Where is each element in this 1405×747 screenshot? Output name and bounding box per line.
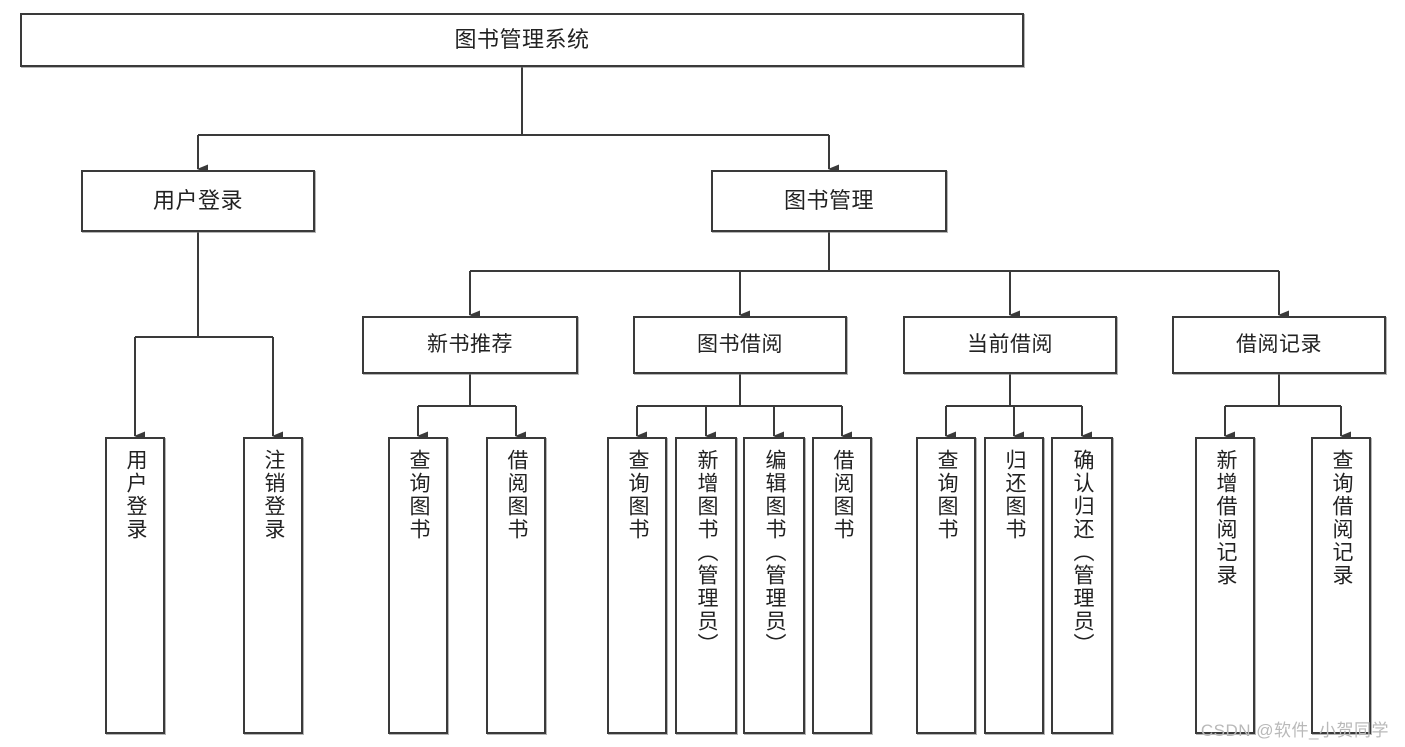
node-label-leaf-query-book-current: 查询图书: [935, 449, 959, 541]
node-label-leaf-confirm-return: 确认归还（管理员）: [1071, 449, 1095, 656]
node-book-borrow[interactable]: 图书借阅: [633, 316, 847, 374]
node-book-manage[interactable]: 图书管理: [711, 170, 947, 232]
node-label-leaf-borrow-book: 借阅图书: [831, 449, 855, 541]
node-label-leaf-query-book-recommend: 查询图书: [407, 449, 431, 541]
node-leaf-query-borrow-record[interactable]: 查询借阅记录: [1311, 437, 1371, 734]
node-label-book-borrow: 图书借阅: [697, 333, 783, 357]
node-leaf-borrow-book[interactable]: 借阅图书: [812, 437, 872, 734]
node-leaf-add-borrow-record[interactable]: 新增借阅记录: [1195, 437, 1255, 734]
node-label-new-book-recommend: 新书推荐: [427, 333, 513, 357]
node-leaf-borrow-book-recommend[interactable]: 借阅图书: [486, 437, 546, 734]
node-label-leaf-user-logout: 注销登录: [262, 449, 286, 541]
node-leaf-query-book-borrow[interactable]: 查询图书: [607, 437, 667, 734]
node-leaf-return-book[interactable]: 归还图书: [984, 437, 1044, 734]
node-leaf-confirm-return[interactable]: 确认归还（管理员）: [1051, 437, 1113, 734]
node-label-current-borrow: 当前借阅: [967, 333, 1053, 357]
node-current-borrow[interactable]: 当前借阅: [903, 316, 1117, 374]
node-leaf-user-logout[interactable]: 注销登录: [243, 437, 303, 734]
node-label-leaf-query-borrow-record: 查询借阅记录: [1330, 449, 1354, 587]
node-borrow-record[interactable]: 借阅记录: [1172, 316, 1386, 374]
node-label-leaf-add-borrow-record: 新增借阅记录: [1214, 449, 1238, 587]
node-label-leaf-borrow-book-recommend: 借阅图书: [505, 449, 529, 541]
node-leaf-user-login[interactable]: 用户登录: [105, 437, 165, 734]
node-leaf-query-book-recommend[interactable]: 查询图书: [388, 437, 448, 734]
node-label-leaf-add-book: 新增图书（管理员）: [695, 449, 719, 656]
node-label-leaf-return-book: 归还图书: [1003, 449, 1027, 541]
node-label-leaf-query-book-borrow: 查询图书: [626, 449, 650, 541]
node-user-login[interactable]: 用户登录: [81, 170, 315, 232]
node-label-root: 图书管理系统: [454, 26, 590, 52]
node-leaf-edit-book[interactable]: 编辑图书（管理员）: [743, 437, 805, 734]
node-label-leaf-user-login: 用户登录: [124, 449, 148, 541]
node-label-borrow-record: 借阅记录: [1236, 333, 1322, 357]
node-root[interactable]: 图书管理系统: [20, 13, 1024, 67]
node-label-user-login: 用户登录: [152, 187, 243, 213]
connector-group: [133, 67, 1351, 441]
node-new-book-recommend[interactable]: 新书推荐: [362, 316, 578, 374]
node-leaf-add-book[interactable]: 新增图书（管理员）: [675, 437, 737, 734]
node-label-book-manage: 图书管理: [783, 187, 874, 213]
node-leaf-query-book-current[interactable]: 查询图书: [916, 437, 976, 734]
node-label-leaf-edit-book: 编辑图书（管理员）: [763, 449, 787, 656]
